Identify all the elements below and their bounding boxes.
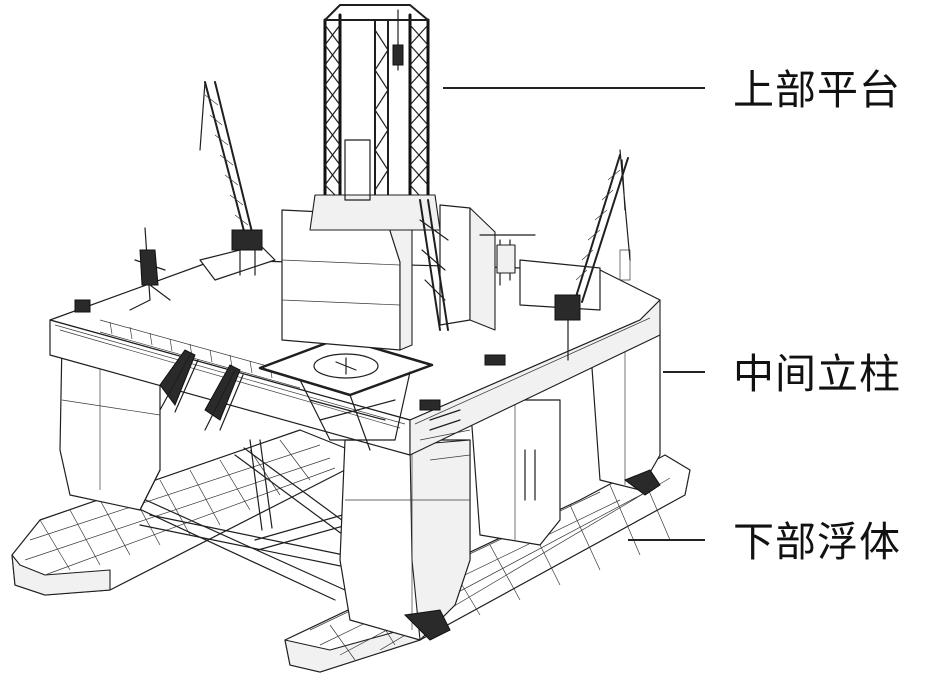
lower-pontoons-label: 下部浮体 bbox=[733, 518, 901, 566]
upper-platform-label: 上部平台 bbox=[733, 66, 901, 114]
helideck bbox=[258, 336, 434, 451]
deck-modules bbox=[199, 204, 631, 351]
derrick bbox=[309, 4, 449, 331]
lifeboat-davits bbox=[159, 349, 244, 431]
middle-columns bbox=[59, 329, 661, 641]
cross-braces bbox=[119, 439, 401, 601]
cranes bbox=[129, 81, 631, 361]
middle-columns-label: 中间立柱 bbox=[733, 350, 901, 398]
deck-details bbox=[74, 299, 506, 461]
